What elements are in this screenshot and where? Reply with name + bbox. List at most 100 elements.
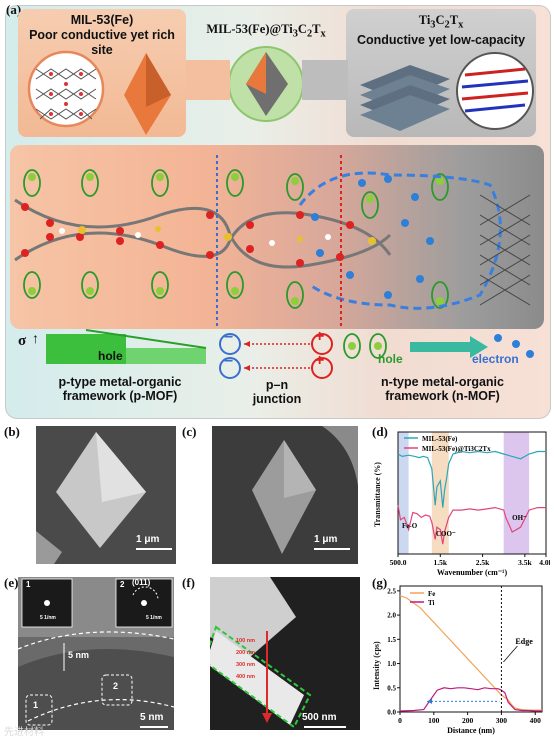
tem-edge-outer [18,631,174,650]
plot-frame [397,431,547,555]
scale-bar-e [140,726,168,728]
y-tick-label-5: 2.5 [387,587,396,595]
ftir-chart: 500.01.5k2.5k3.5k4.0kWavenumber (cm⁻¹)MI… [390,431,550,577]
field-arrow-top-icon [244,341,250,347]
depth-label-100: 100 nm [236,638,255,644]
linescan-arrow-head-icon [262,713,272,723]
depth-label-200: 200 nm [236,650,255,656]
minus-sign-top: − [224,329,234,346]
series-line-0 [397,450,546,508]
minus-circle-bottom [219,357,241,379]
electron-sphere-3 [526,350,534,358]
inset-2-plane: (011) [132,578,151,587]
framework-oxygen [21,203,354,267]
composite-title: MIL-53(Fe)@Ti3C2Tx [206,22,326,40]
framework-band [10,145,544,329]
hole-oval-1 [343,333,361,359]
conductivity-bar-high [46,334,126,364]
conductivity-bar-low [126,348,206,364]
minus-sign-bottom: − [224,353,234,370]
octahedron-face-c [284,440,316,498]
composite-octahedron-face [246,52,266,94]
sem-image-b [36,426,176,564]
mxene-box: Ti3C2Tx Conductive yet low-capacity [346,9,536,137]
hole-ovals [23,169,449,309]
mil53-octahedron-shade [146,53,171,107]
annotation-1: COO⁻ [436,530,456,538]
hole-sphere-2 [374,342,382,350]
y-tick-label-1: 0.5 [387,684,396,692]
panel-c-label: (c) [182,424,197,439]
scale-label-f: 500 nm [302,712,337,723]
depth-label-300: 300 nm [236,662,255,668]
legend-label-0: MIL-53(Fe) [422,435,458,443]
mil53-box: MIL-53(Fe) Poor conductive yet rich site [18,9,186,137]
flow-arrow-icon [410,336,488,358]
scale-bar-b [136,548,172,550]
depth-label-400: 400 nm [236,674,255,680]
tem-edge-inner [27,699,174,722]
y-tick-label-0: 0.0 [387,709,396,717]
mil53-illustration [27,50,171,135]
legend-label-1: Ti [428,599,435,607]
band-fe-o [398,432,409,554]
plus-circle-bottom [311,357,333,379]
electron-sphere-2 [512,340,520,348]
legend-label-0: Fe [428,590,435,598]
composite-illustration [228,46,304,122]
mxene-title: Ti3C2Tx [418,13,464,31]
x-axis-label: Wavenumber (cm⁻¹) [437,568,508,577]
sigma-arrow-icon: ↑ [32,332,39,347]
scale-bar-f [304,726,346,728]
region-box-2 [101,674,133,706]
distance-arrow-head-icon [427,698,433,704]
region-box-1 [25,694,53,726]
side-flake-c [322,426,358,486]
plus-circle-top [311,333,333,355]
sem-image-c [212,426,358,564]
series-line-0 [399,595,542,711]
annotation-0: Fe-O [402,522,418,530]
x-tick-label-0: 0 [398,716,402,725]
panel-a-label: (a) [6,2,22,17]
panel-b-label: (b) [4,424,20,439]
mil53-title: MIL-53(Fe) [70,13,134,27]
series-line-1 [399,687,542,712]
plus-sign-top: + [315,328,325,345]
edge-pointer [503,645,518,663]
sigma-symbol: σ [18,333,27,349]
framework-hydrogen [59,228,331,246]
edge-label: Edge [515,637,533,646]
plot-frame [399,585,543,713]
hole-spheres [28,173,444,305]
band-coo [431,432,449,554]
x-axis-label: Distance (nm) [447,726,495,735]
mxene-layers [461,67,529,113]
inset-2-scale: 5 1/nm [146,615,162,621]
stem-image-f [210,577,360,730]
watermark-text: 先进材料 [4,727,44,738]
p-mof-caption: p-type metal-organic framework (p-MOF) [58,375,182,403]
y-tick-label-4: 2.0 [387,612,396,620]
region-2-label: 2 [113,681,119,691]
field-arrow-bottom-icon [244,365,250,371]
thickness-label: 5 nm [68,650,90,660]
framework-metal [78,226,376,245]
x-tick-label-2: 2.5k [476,558,490,567]
junction-caption: p–n junction [252,378,302,406]
tem-image-e [18,577,174,730]
scale-bar-c [314,548,350,550]
x-tick-label-4: 4.0k [539,558,550,567]
electron-label: electron [472,352,519,366]
band-oh [503,432,530,554]
series-line-1 [397,505,546,545]
electron-spheres [311,175,434,299]
hole-bar-label: hole [98,349,123,363]
electron-flow-path [298,171,502,310]
mil53-subtitle: Poor conductive yet rich site [29,28,175,57]
conductivity-trend [85,329,207,349]
inset-1-scale: 5 1/nm [40,615,56,621]
inset-1-label: 1 [26,580,31,589]
